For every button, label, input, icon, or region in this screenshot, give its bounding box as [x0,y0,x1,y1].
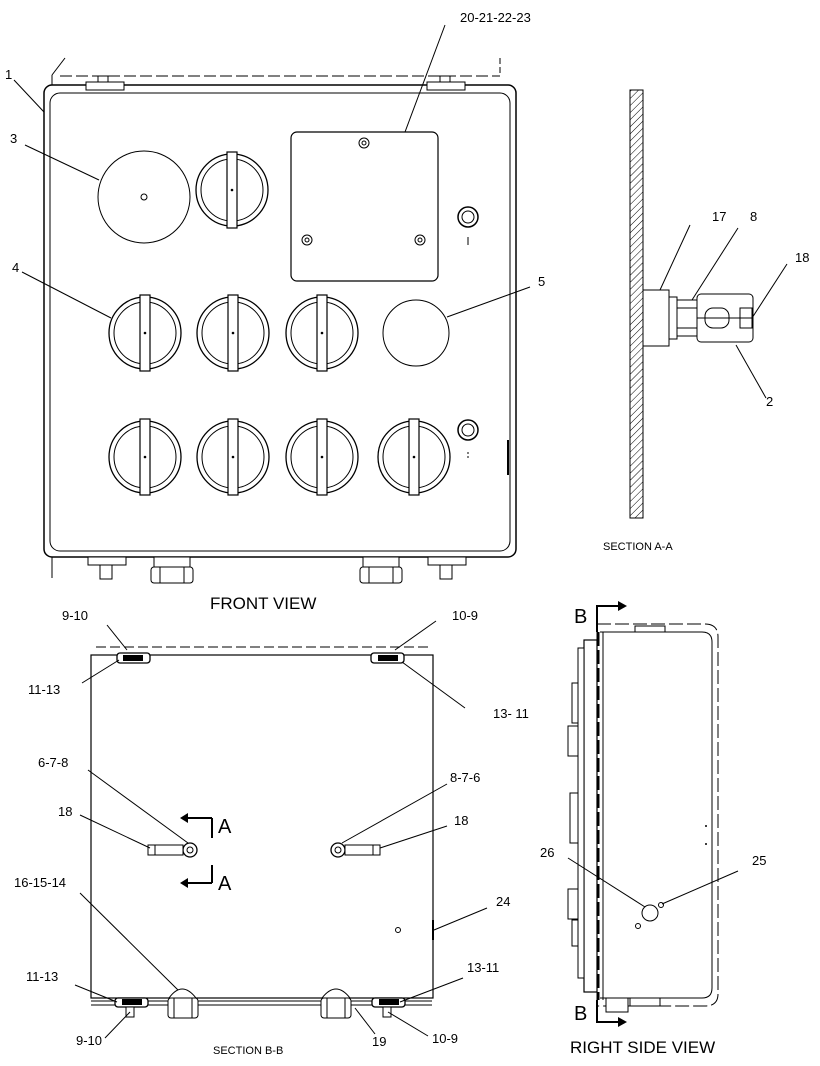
receptacle-cap [108,418,182,496]
callout-18-right: 18 [454,813,468,828]
callout-9-10-top: 9-10 [62,608,88,623]
section-marker-a-upper: A [218,816,232,838]
breather-drain [320,997,352,1019]
latch [457,206,479,228]
latch [457,419,479,441]
callout-25: 25 [752,853,766,868]
section-marker-b-upper: B [574,606,587,628]
hinge-side [571,682,579,724]
panel-wall-hatched [629,89,644,519]
section-marker-a-lower: A [218,873,232,895]
section-b-b: A A SECTION B-B [90,646,434,1057]
right-side-view: B B RIGHT SIDE VIEW [567,601,719,1057]
receptacle-cap [285,294,359,372]
callout-6-7-8: 6-7-8 [38,755,68,770]
section-b-b-callouts [74,620,488,1039]
front-view: FRONT VIEW [43,57,517,613]
right-side-view-title: RIGHT SIDE VIEW [570,1038,715,1057]
mount-block [642,289,670,347]
callout-5: 5 [538,274,545,289]
callout-8: 8 [750,209,757,224]
door-outline [49,92,511,552]
receptacle-cap [285,418,359,496]
ground-stud-left [182,842,198,858]
enclosure-side-outline [597,623,719,1007]
receptacle-cap [196,294,270,372]
callout-11-13-top: 11-13 [28,682,60,697]
callout-26: 26 [540,845,554,860]
callout-24: 24 [496,894,510,909]
callout-4: 4 [12,260,19,275]
receptacle-cap [108,294,182,372]
hinge-top-right [426,81,466,91]
cover-plate [290,131,439,282]
callout-11-13-bottom: 11-13 [26,969,58,984]
section-a-a-title: SECTION A-A [603,541,673,553]
callout-16-15-14: 16-15-14 [14,875,66,890]
section-a-a-callouts [659,224,788,399]
vent-port [641,904,659,922]
callout-10-9-bottom: 10-9 [432,1031,458,1046]
callout-1: 1 [5,67,12,82]
right-side-callouts [567,857,739,908]
callout-8-7-6: 8-7-6 [450,770,480,785]
callout-17: 17 [712,209,726,224]
callout-10-9-top: 10-9 [452,608,478,623]
plug-hole-large [97,150,191,244]
callout-20-21-22-23: 20-21-22-23 [460,10,531,25]
callout-13-11-top: 13- 11 [493,706,529,721]
breather-drain [167,997,199,1019]
callout-9-10-bottom: 9-10 [76,1033,102,1048]
door-edge [583,639,598,993]
receptacle-cap [196,418,270,496]
callout-18-left: 18 [58,804,72,819]
hex-nut [676,299,698,337]
bottom-fittings [87,556,467,584]
plug-hole-small [382,299,450,367]
section-b-b-title: SECTION B-B [213,1045,283,1057]
front-view-title: FRONT VIEW [210,594,316,613]
section-marker-b-lower: B [574,1003,587,1025]
receptacle-cap [195,151,269,229]
front-view-callouts [13,24,531,319]
callout-13-11-bottom: 13-11 [467,960,499,975]
hinge-top-left [85,81,125,91]
receptacle-cap [377,418,451,496]
callout-18-side: 18 [795,250,809,265]
enclosure-back-panel [90,654,434,999]
callout-3: 3 [10,131,17,146]
ground-stud-right [330,842,346,858]
callout-19: 19 [372,1034,386,1049]
callout-2: 2 [766,394,773,409]
section-a-a: SECTION A-A [603,89,754,553]
